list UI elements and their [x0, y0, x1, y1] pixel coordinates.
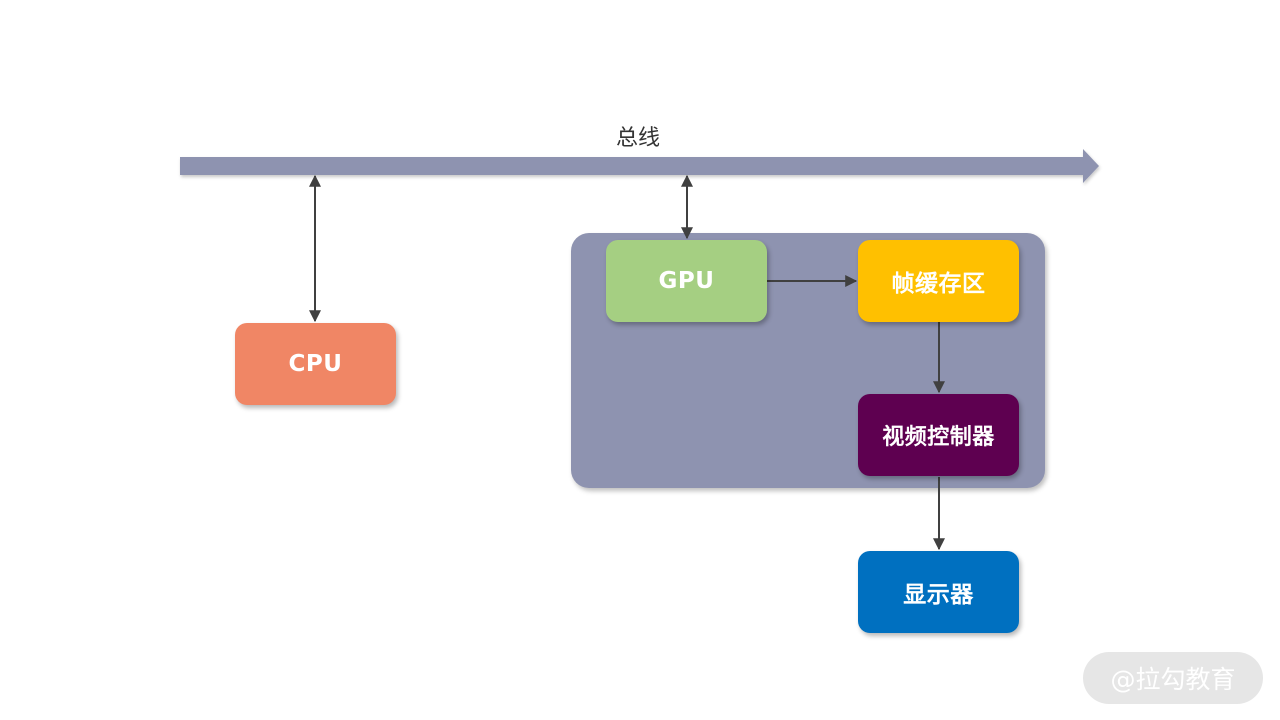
cpu-node: CPU [235, 323, 396, 405]
gpu-label: GPU [658, 268, 715, 294]
watermark: @拉勾教育 [1083, 652, 1263, 704]
video-controller-node: 视频控制器 [858, 394, 1019, 476]
cpu-label: CPU [288, 351, 343, 377]
watermark-text: @拉勾教育 [1110, 665, 1236, 694]
bus-arrow [180, 149, 1099, 183]
bus-label: 总线 [615, 126, 660, 151]
frame-buffer-label: 帧缓存区 [891, 271, 986, 297]
gpu-node: GPU [606, 240, 767, 322]
bus-arrowhead [1083, 149, 1099, 183]
frame-buffer-node: 帧缓存区 [858, 240, 1019, 322]
display-label: 显示器 [903, 582, 974, 608]
video-controller-label: 视频控制器 [882, 425, 995, 450]
bus-shaft [180, 157, 1084, 175]
display-node: 显示器 [858, 551, 1019, 633]
